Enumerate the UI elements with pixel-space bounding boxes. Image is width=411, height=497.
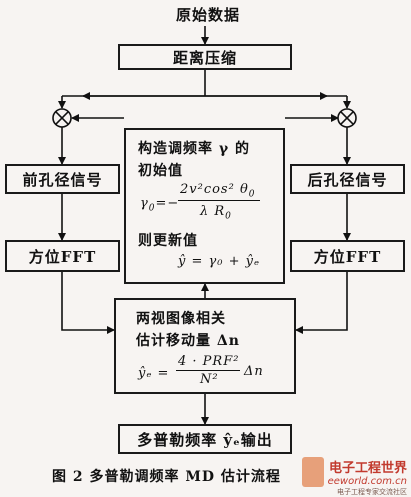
- azimuth-fft-left-box: 方位FFT: [5, 240, 120, 272]
- multiplier-right: [337, 108, 357, 128]
- corr-line1: 两视图像相关: [136, 311, 226, 327]
- corr-fraction-bar: [176, 370, 240, 371]
- figure-caption: 图 2 多普勒调频率 MD 估计流程: [52, 469, 281, 485]
- formula1-fraction-bar: [178, 200, 260, 201]
- azimuth-fft-right-box: 方位FFT: [290, 240, 405, 272]
- corr-formula-lhs: ŷₑ =: [138, 366, 170, 381]
- back-aperture-box: 后孔径信号: [290, 164, 405, 194]
- watermark-url: eeworld.com.cn: [327, 476, 407, 487]
- formula1-denominator: λ R0: [200, 204, 232, 222]
- corr-line2: 估计移动量 Δn: [136, 333, 240, 349]
- formula2: ŷ = γ₀ + ŷₑ: [178, 254, 261, 269]
- corr-formula-denominator: N²: [200, 372, 219, 387]
- range-compression-box: 距离压缩: [118, 44, 292, 70]
- center-line1: 构造调频率 γ 的: [138, 141, 250, 157]
- initial-rate-box: 构造调频率 γ 的 初始值 γ0=− 2v²cos² θ0 λ R0 则更新值 …: [124, 128, 285, 284]
- watermark: 电子工程世界 eeworld.com.cn 电子工程专家交流社区: [301, 457, 407, 497]
- center-line2: 初始值: [138, 163, 183, 179]
- watermark-name: 电子工程世界: [328, 461, 407, 476]
- multiplier-left: [52, 108, 72, 128]
- doppler-output-box: 多普勒频率 ŷₑ输出: [118, 424, 292, 454]
- formula1-numerator: 2v²cos² θ0: [180, 182, 256, 200]
- center-line3: 则更新值: [138, 233, 198, 249]
- watermark-logo-icon: [301, 457, 324, 487]
- corr-formula-rhs: Δn: [244, 364, 264, 379]
- formula1-lhs: γ0=−: [140, 196, 180, 214]
- front-aperture-box: 前孔径信号: [5, 164, 120, 194]
- correlation-box: 两视图像相关 估计移动量 Δn ŷₑ = 4 · PRF² N² Δn: [114, 298, 296, 394]
- raw-data-label: 原始数据: [176, 6, 241, 24]
- corr-formula-numerator: 4 · PRF²: [178, 354, 240, 369]
- watermark-sub: 电子工程专家交流社区: [337, 488, 407, 496]
